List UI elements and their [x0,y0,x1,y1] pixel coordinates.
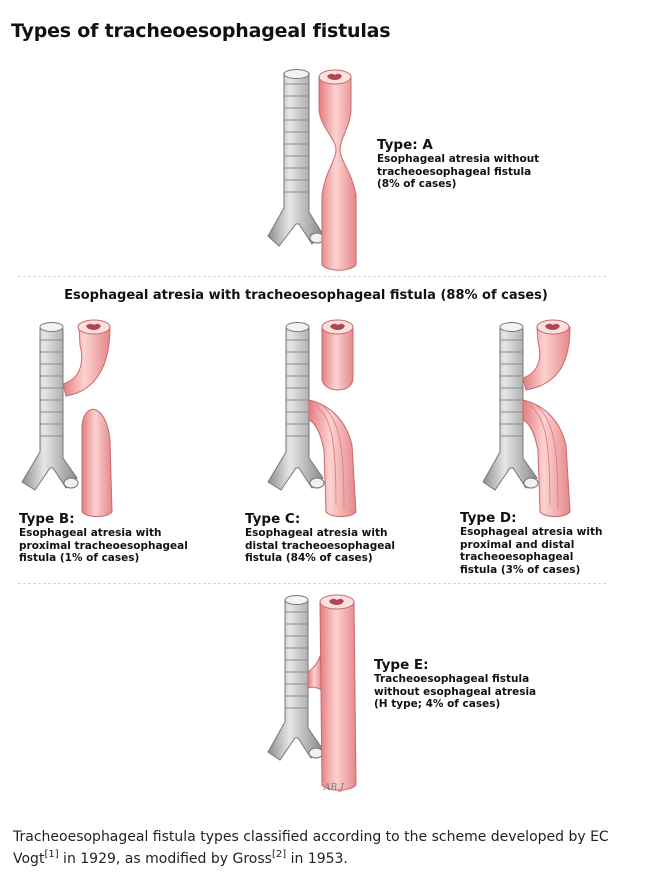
type-d-name: Type D: [460,510,517,526]
type-a-name: Type: A [377,137,433,153]
type-d-illustration [482,319,571,517]
reference-link-gross[interactable]: [2] [271,849,287,860]
trachea [267,322,325,491]
type-a-illustration [267,69,357,271]
type-a-label: Type: A Esophageal atresia without trach… [377,138,539,191]
type-c-description: Esophageal atresia with distal tracheoes… [245,527,396,564]
type-b-name: Type B: [19,511,75,527]
type-d-description: Esophageal atresia with proximal and dis… [460,526,603,576]
artist-signature: AB.J [323,783,345,793]
esophagus [62,319,113,517]
section-divider [18,583,606,584]
type-c-name: Type C: [245,511,301,527]
type-c-illustration [267,319,357,517]
type-a-description: Esophageal atresia without tracheoesopha… [377,153,540,190]
esophagus [318,69,357,271]
caption-text: in 1953. [286,851,348,867]
esophagus [307,594,357,791]
section-divider [18,276,606,277]
type-e-illustration [267,594,357,791]
section-heading: Esophageal atresia with tracheoesophagea… [64,288,548,303]
reference-link-vogt[interactable]: [1] [44,849,59,860]
trachea [21,322,79,491]
figure-caption: Tracheoesophageal fistula types classifi… [13,826,633,870]
type-c-label: Type C: Esophageal atresia with distal t… [245,512,395,565]
esophagus [522,319,571,517]
trachea [267,69,325,247]
type-e-label: Type E: Tracheoesophageal fistula withou… [374,658,536,711]
type-e-description: Tracheoesophageal fistula without esopha… [374,673,537,710]
trachea [482,322,539,491]
caption-text: in 1929, as modified by Gross [58,851,272,867]
type-d-label: Type D: Esophageal atresia with proximal… [460,511,602,576]
type-e-name: Type E: [374,657,429,673]
type-b-illustration [21,319,113,517]
page-title: Types of tracheoesophageal fistulas [11,20,391,42]
caption-text: Tracheoesophageal fistula types classifi… [13,829,609,867]
type-b-description: Esophageal atresia with proximal tracheo… [19,527,188,564]
type-b-label: Type B: Esophageal atresia with proximal… [19,512,188,565]
esophagus [308,319,357,517]
